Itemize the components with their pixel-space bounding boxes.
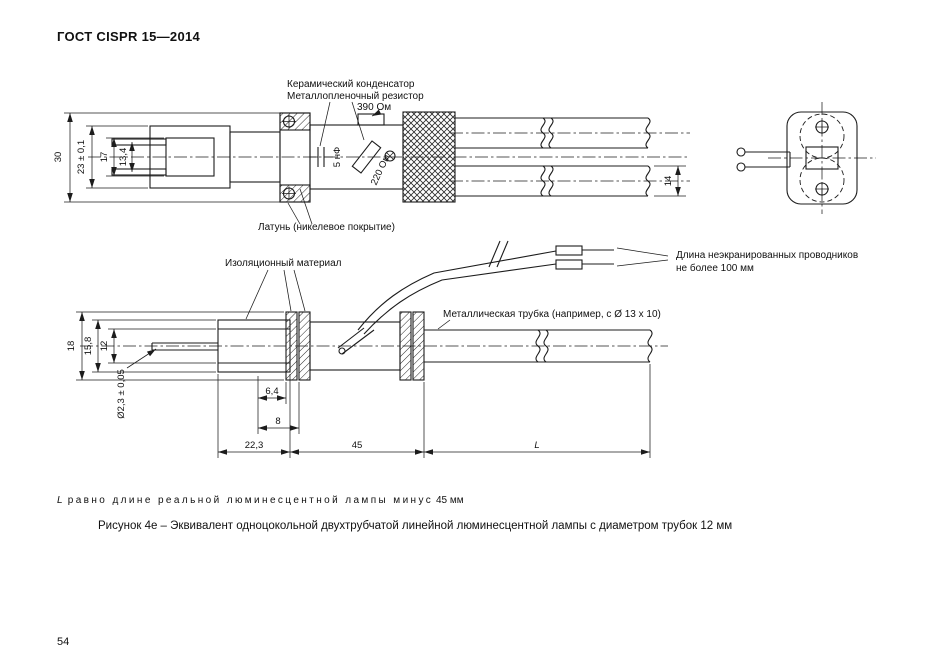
dim-18: 18 bbox=[66, 341, 77, 352]
page-number: 54 bbox=[57, 636, 70, 648]
label-metal-film-resistor: Металлопленочный резистор bbox=[287, 91, 424, 102]
tube-top bbox=[450, 117, 690, 149]
figure-note-text: равно длине реальной люминесцентной ламп… bbox=[67, 495, 434, 506]
wire-terminal bbox=[555, 259, 583, 270]
contact-pin bbox=[151, 342, 218, 351]
bottom-left-dimensions: 18 15,8 12 Ø2,3 ± 0,05 bbox=[66, 311, 284, 419]
wire-terminal bbox=[555, 245, 583, 256]
cap-pin-top bbox=[111, 138, 167, 146]
bottom-view: Длина неэкранированных проводников не бо… bbox=[66, 240, 858, 458]
figure-note: L равно длине реальной люминесцентной ла… bbox=[57, 495, 464, 506]
dim-13-4: 13,4 bbox=[118, 148, 129, 167]
insulating-washer bbox=[285, 311, 298, 381]
figure-note-value: 45 мм bbox=[435, 495, 464, 506]
lead-wires bbox=[357, 240, 614, 335]
dim-15-8: 15,8 bbox=[83, 337, 94, 356]
screw-symbol-end-top bbox=[815, 120, 829, 134]
bottom-dimension-chain: 6,4 8 22,3 45 L bbox=[217, 364, 651, 458]
figure-note-variable: L bbox=[57, 495, 65, 506]
dim-17: 17 bbox=[99, 152, 110, 163]
dim-2-3: Ø2,3 ± 0,05 bbox=[116, 369, 127, 419]
brass-plate-assembly bbox=[279, 112, 311, 203]
dim-23: 23 ± 0,1 bbox=[76, 140, 87, 174]
top-view: 30 23 ± 0,1 17 13,4 bbox=[53, 79, 690, 233]
end-view-outline bbox=[786, 111, 858, 205]
dim-8: 8 bbox=[275, 416, 280, 427]
capacitor-symbol bbox=[310, 147, 333, 167]
end-view-pins bbox=[736, 147, 791, 172]
clip-symbol bbox=[337, 327, 375, 355]
cap-pin-bottom bbox=[111, 168, 167, 176]
metal-ferrule bbox=[402, 111, 456, 203]
dim-30: 30 bbox=[53, 152, 64, 163]
lamp-cap-inner bbox=[165, 137, 215, 177]
dim-L: L bbox=[534, 440, 539, 451]
screw-symbol-bottom bbox=[282, 186, 296, 201]
metal-tube bbox=[424, 329, 653, 363]
label-ceramic-capacitor: Керамический конденсатор bbox=[287, 79, 415, 90]
wire-break-mark bbox=[488, 240, 501, 268]
page-header: ГОСТ CISPR 15—2014 bbox=[57, 29, 201, 44]
end-view-center-block bbox=[805, 146, 839, 170]
dim-6-4: 6,4 bbox=[265, 386, 278, 397]
wire-break-mark bbox=[496, 240, 509, 268]
dim-12: 12 bbox=[99, 341, 110, 352]
label-insulation: Изоляционный материал bbox=[225, 258, 342, 269]
label-wire-length-2: не более 100 мм bbox=[676, 262, 754, 274]
tube-bottom bbox=[450, 165, 690, 197]
end-view bbox=[736, 102, 876, 214]
capacitor-value: 5 нФ bbox=[332, 147, 343, 167]
dim-14-group: 14 bbox=[654, 165, 686, 197]
resistor-390-value: 390 Ом bbox=[357, 102, 391, 113]
figure-caption: Рисунок 4e – Эквивалент одноцокольной дв… bbox=[98, 520, 733, 532]
insulating-washer bbox=[399, 311, 412, 381]
terminal-symbol bbox=[384, 150, 396, 162]
dim-22-3: 22,3 bbox=[245, 440, 264, 451]
top-left-dimensions: 30 23 ± 0,1 17 13,4 bbox=[53, 112, 284, 203]
tube-top-end bbox=[799, 113, 845, 159]
label-brass: Латунь (никелевое покрытие) bbox=[258, 222, 395, 233]
screw-symbol-top bbox=[282, 114, 296, 129]
resistor-390-symbol bbox=[357, 113, 385, 126]
bottom-view-labels: Длина неэкранированных проводников не бо… bbox=[225, 247, 858, 330]
label-metal-tube: Металлическая трубка (например, с Ø 13 x… bbox=[443, 308, 661, 320]
insulating-washer bbox=[412, 311, 425, 381]
top-view-labels: Керамический конденсатор Металлопленочны… bbox=[258, 79, 424, 233]
label-wire-length-1: Длина неэкранированных проводников bbox=[676, 250, 858, 261]
component-box: 5 нФ 220 Ом bbox=[309, 113, 404, 190]
tube-bottom-end bbox=[799, 157, 845, 203]
resistor-220-symbol bbox=[351, 140, 382, 174]
insulating-washer bbox=[298, 311, 311, 381]
dim-14: 14 bbox=[663, 176, 674, 187]
screw-symbol-end-bottom bbox=[815, 182, 829, 196]
dim-45: 45 bbox=[352, 440, 363, 451]
